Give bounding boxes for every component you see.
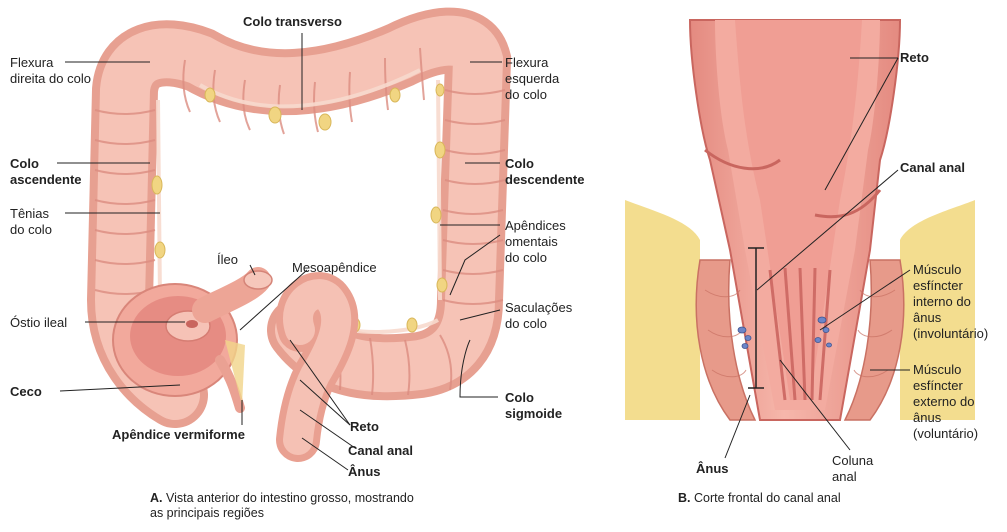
label-colo-ascendente: Colo ascendente bbox=[10, 156, 82, 188]
label-ostio-ileal: Óstio ileal bbox=[10, 315, 67, 331]
label-ileo: Íleo bbox=[217, 252, 238, 268]
caption-b: B. Corte frontal do canal anal bbox=[678, 491, 841, 506]
label-musculo-interno: Músculo esfíncter interno do ânus (invol… bbox=[913, 262, 988, 342]
caption-a: A. Vista anterior do intestino grosso, m… bbox=[150, 491, 414, 521]
label-canal-anal-a: Canal anal bbox=[348, 443, 413, 459]
label-apendices-omentais: Apêndices omentais do colo bbox=[505, 218, 566, 266]
label-reto-b: Reto bbox=[900, 50, 929, 66]
label-mesoapendice: Mesoapêndice bbox=[292, 260, 377, 276]
label-reto-a: Reto bbox=[350, 419, 379, 435]
label-ceco: Ceco bbox=[10, 384, 42, 400]
label-coluna-anal: Coluna anal bbox=[832, 453, 873, 485]
label-anus-a: Ânus bbox=[348, 464, 381, 480]
anal-canal-section bbox=[625, 20, 975, 420]
label-flexura-esquerda: Flexura esquerda do colo bbox=[505, 55, 559, 103]
label-saculacoes: Saculações do colo bbox=[505, 300, 572, 332]
label-apendice-vermiforme: Apêndice vermiforme bbox=[112, 427, 245, 443]
label-musculo-externo: Músculo esfíncter externo do ânus (volun… bbox=[913, 362, 978, 442]
label-tenias: Tênias do colo bbox=[10, 206, 52, 238]
label-colo-sigmoide: Colo sigmoide bbox=[505, 390, 562, 422]
label-anus-b: Ânus bbox=[696, 461, 729, 477]
label-flexura-direita: Flexura direita do colo bbox=[10, 55, 91, 87]
label-canal-anal-b: Canal anal bbox=[900, 160, 965, 176]
label-colo-transverso: Colo transverso bbox=[243, 14, 342, 30]
label-colo-descendente: Colo descendente bbox=[505, 156, 584, 188]
